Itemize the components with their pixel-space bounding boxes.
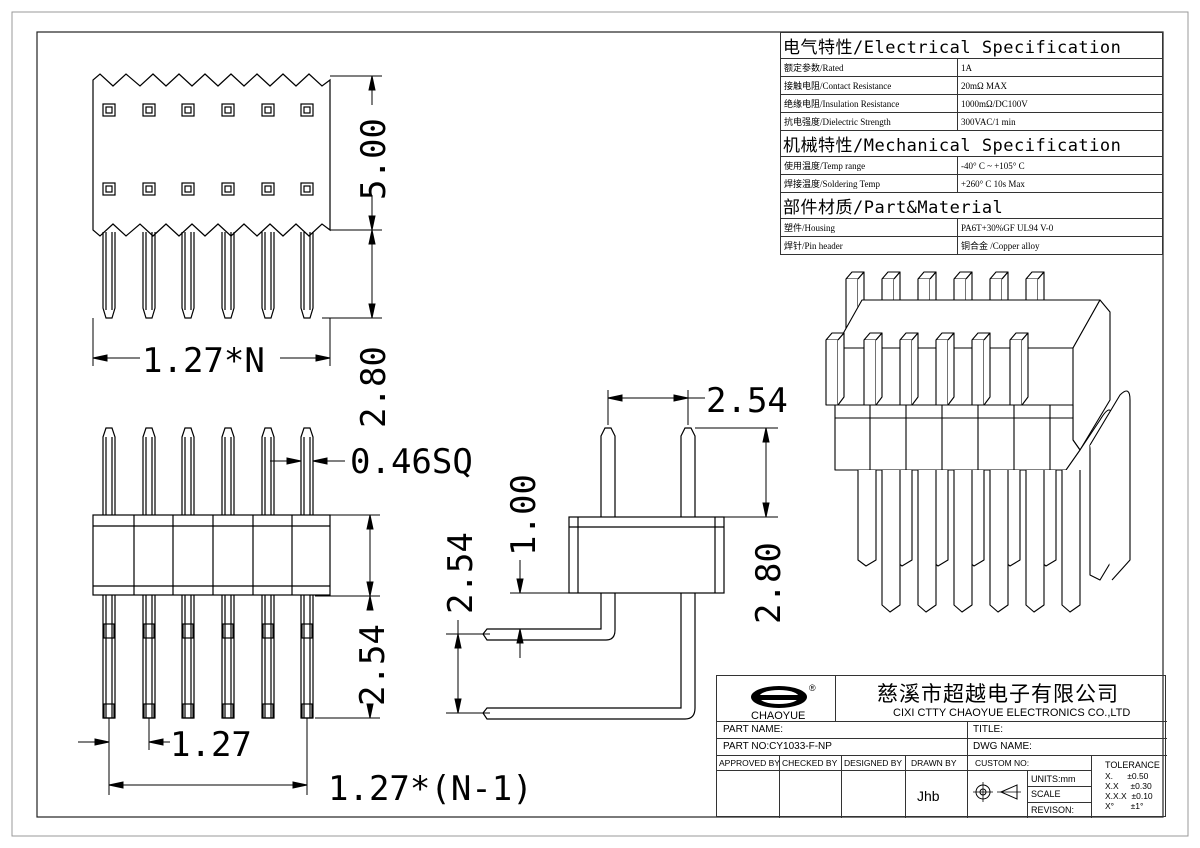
- front-view-dimensions: [78, 457, 380, 795]
- dim-2-80-left: 2.80: [354, 346, 394, 428]
- isometric-view: [825, 271, 1131, 613]
- divider: [1027, 802, 1091, 803]
- spec-row: 额定参数/Rated 1A: [780, 58, 1163, 77]
- outer-border: [11, 11, 1189, 837]
- dim-1-00: 1.00: [504, 474, 544, 556]
- part-name-label: PART NAME:: [723, 724, 784, 735]
- divider: [967, 770, 1091, 771]
- side-view-dimensions: [446, 390, 778, 714]
- spec-row: 绝缘电阻/Insulation Resistance 1000mΩ/DC100V: [780, 94, 1163, 113]
- dim-2-54-side: 2.54: [441, 532, 481, 614]
- mechanical-header-row: 机械特性/Mechanical Specification: [780, 130, 1163, 157]
- housing-value: PA6T+30%GF UL94 V-0: [957, 218, 1163, 237]
- spec-row: 塑件/Housing PA6T+30%GF UL94 V-0: [780, 218, 1163, 237]
- divider: [717, 770, 967, 771]
- spec-row: 焊针/Pin header 铜合金 /Copper alloy: [780, 236, 1163, 255]
- solder-label: 焊接温度/Soldering Temp: [780, 174, 958, 193]
- divider: [841, 755, 842, 818]
- solder-value: +260° C 10s Max: [957, 174, 1163, 193]
- pin-value: 铜合金 /Copper alloy: [957, 236, 1163, 255]
- dim-1-27: 1.27: [170, 725, 252, 765]
- dim-2-80-right: 2.80: [749, 542, 789, 624]
- dielectric-value: 300VAC/1 min: [957, 112, 1163, 131]
- projection-symbol-icon: [973, 782, 1021, 802]
- spec-row: 接触电阻/Contact Resistance 20mΩ MAX: [780, 76, 1163, 95]
- top-view-dimensions: [92, 75, 382, 366]
- divider: [967, 755, 968, 818]
- dielectric-label: 抗电强度/Dielectric Strength: [780, 112, 958, 131]
- tolerance-title: TOLERANCE: [1105, 760, 1160, 770]
- insulation-label: 绝缘电阻/Insulation Resistance: [780, 94, 958, 113]
- company-name-cn: 慈溪市超越电子有限公司: [877, 682, 1119, 706]
- designed-by-label: DESIGNED BY: [844, 758, 903, 768]
- dim-2-54-top: 2.54: [706, 381, 788, 421]
- material-header-row: 部件材质/Part&Material: [780, 192, 1163, 219]
- divider: [717, 738, 1167, 739]
- dim-2-54-front: 2.54: [353, 624, 393, 706]
- contact-label: 接触电阻/Contact Resistance: [780, 76, 958, 95]
- contact-value: 20mΩ MAX: [957, 76, 1163, 95]
- pin-label: 焊针/Pin header: [780, 236, 958, 255]
- rated-label: 额定参数/Rated: [780, 58, 958, 77]
- company-name-en: CIXI CTTY CHAOYUE ELECTRONICS CO.,LTD: [893, 707, 1131, 719]
- divider: [717, 721, 1167, 722]
- drawn-by-label: DRAWN BY: [911, 758, 957, 768]
- spec-row: 使用温度/Temp range -40° C ~ +105° C: [780, 156, 1163, 175]
- tolerance-row: X.X.X ±0.10: [1105, 791, 1153, 801]
- custom-no-label: CUSTOM NO:: [975, 758, 1030, 768]
- tolerance-row: X.X ±0.30: [1105, 781, 1152, 791]
- mechanical-header: 机械特性/Mechanical Specification: [780, 130, 1163, 157]
- top-view: [92, 73, 331, 319]
- specification-table: 电气特性/Electrical Specification 额定参数/Rated…: [780, 32, 1163, 255]
- electrical-header: 电气特性/Electrical Specification: [780, 32, 1163, 59]
- logo-text: CHAOYUE: [751, 710, 806, 722]
- approved-by-label: APPROVED BY: [719, 758, 780, 768]
- side-view: [482, 427, 725, 720]
- part-no-label: PART NO:CY1033-F-NP: [723, 741, 832, 752]
- front-view: [92, 427, 331, 719]
- divider: [1091, 755, 1092, 818]
- dim-5-00: 5.00: [354, 118, 394, 200]
- inner-border: [36, 31, 1164, 818]
- housing-label: 塑件/Housing: [780, 218, 958, 237]
- temp-label: 使用温度/Temp range: [780, 156, 958, 175]
- title-label: TITLE:: [973, 724, 1004, 735]
- divider: [835, 676, 836, 721]
- divider: [717, 755, 1167, 756]
- insulation-value: 1000mΩ/DC100V: [957, 94, 1163, 113]
- divider: [779, 755, 780, 818]
- dim-pitch-n: 1.27*N: [142, 341, 265, 381]
- svg-text:®: ®: [809, 683, 816, 693]
- divider: [1027, 786, 1091, 787]
- dwg-name-label: DWG NAME:: [973, 741, 1032, 752]
- spec-row: 焊接温度/Soldering Temp +260° C 10s Max: [780, 174, 1163, 193]
- spec-row: 抗电强度/Dielectric Strength 300VAC/1 min: [780, 112, 1163, 131]
- checked-by-label: CHECKED BY: [782, 758, 838, 768]
- tolerance-row: X. ±0.50: [1105, 771, 1149, 781]
- drawn-by-value: Jhb: [917, 788, 940, 804]
- chaoyue-logo: ®: [751, 683, 816, 708]
- title-block: ® CHAOYUE 慈溪市超越电子有限公司 CIXI CTTY CHAOYUE …: [716, 675, 1167, 818]
- revision-label: REVISON:: [1031, 805, 1075, 815]
- material-header: 部件材质/Part&Material: [780, 192, 1163, 219]
- divider: [905, 755, 906, 818]
- dim-0-46sq: 0.46SQ: [350, 442, 473, 482]
- temp-value: -40° C ~ +105° C: [957, 156, 1163, 175]
- tolerance-row: X° ±1°: [1105, 801, 1144, 811]
- dim-1-27-n-1: 1.27*(N-1): [328, 769, 533, 809]
- units-label: UNITS:mm: [1031, 774, 1076, 784]
- electrical-header-row: 电气特性/Electrical Specification: [780, 32, 1163, 59]
- rated-value: 1A: [957, 58, 1163, 77]
- divider: [1027, 770, 1028, 818]
- scale-label: SCALE: [1031, 789, 1061, 799]
